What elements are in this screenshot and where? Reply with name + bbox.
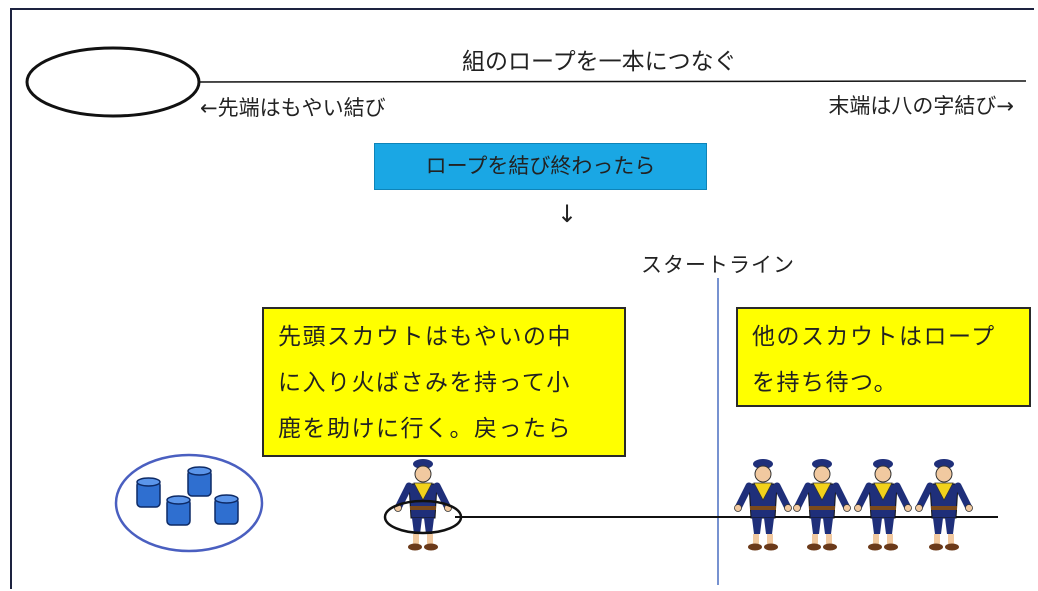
waiting-scout-icon [855, 459, 912, 551]
leader-note-line: 鹿を助けに行く。戻ったら [278, 416, 572, 442]
can-icon [187, 466, 212, 497]
lead-end-label: ←先端はもやい結び [200, 96, 386, 120]
bowline-loop [25, 46, 201, 118]
leader-note-line: に入り火ばさみを持って小 [278, 370, 571, 396]
leader-scout-icon [395, 459, 452, 551]
step-box: ロープを結び終わったら [374, 143, 707, 190]
others-note-box: 他のスカウトはロープ を持ち待つ。 [736, 307, 1031, 407]
down-arrow-icon: ↓ [557, 200, 578, 228]
tail-end-label: 末端は八の字結び→ [828, 94, 1014, 118]
joined-rope [198, 80, 1027, 83]
leader-loop [383, 499, 463, 535]
waiting-scout-icon [794, 459, 851, 551]
diagram-title: 組のロープを一本につなぐ [462, 49, 737, 75]
waiting-scout-icon [916, 459, 973, 551]
others-note-line: 他のスカウトはロープ [752, 324, 996, 350]
can-icon [166, 495, 191, 526]
cans-area [114, 453, 264, 553]
start-line-label: スタートライン [641, 253, 795, 277]
others-note-line: を持ち待つ。 [752, 370, 899, 396]
can-icon [136, 477, 161, 508]
can-icon [214, 494, 239, 525]
waiting-scout-icon [735, 459, 792, 551]
diagram-frame [10, 8, 1034, 589]
leader-note-line: 先頭スカウトはもやいの中 [278, 324, 572, 350]
cans-ring [114, 453, 264, 553]
leader-note-box: 先頭スカウトはもやいの中 に入り火ばさみを持って小 鹿を助けに行く。戻ったら [262, 307, 626, 457]
